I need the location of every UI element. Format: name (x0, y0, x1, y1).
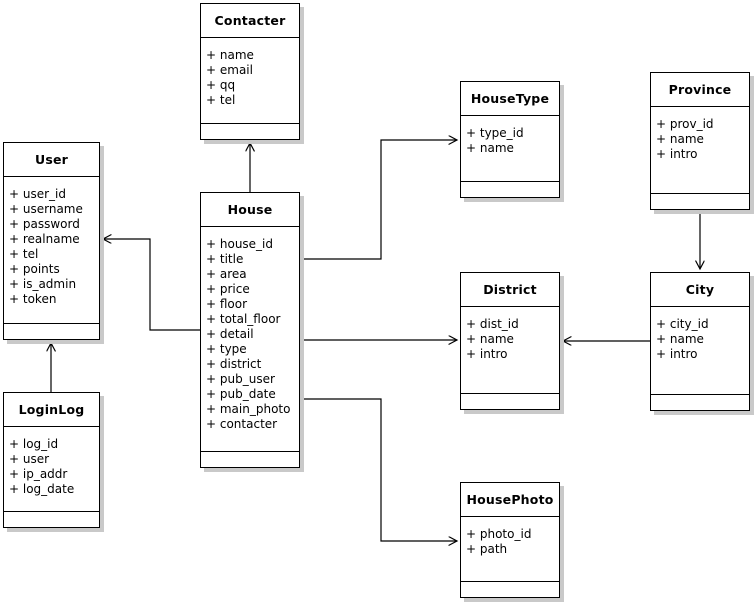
entity-district-attributes: + dist_id+ name+ intro (461, 307, 559, 393)
entity-housetype[interactable]: HouseType + type_id+ name (460, 81, 560, 198)
attribute: + qq (206, 78, 236, 92)
attribute: + intro (656, 347, 698, 361)
entity-contacter-attributes: + name+ email+ qq+ tel (201, 38, 299, 123)
attribute: + pub_date (206, 387, 276, 401)
entity-loginlog-name: LoginLog (4, 393, 99, 427)
connector-house-user (103, 239, 200, 331)
entity-house[interactable]: House + house_id+ title+ area+ price+ fl… (200, 192, 300, 468)
entity-city-operations (651, 394, 749, 410)
attribute: + main_photo (206, 402, 291, 416)
entity-house-name: House (201, 193, 299, 227)
attribute: + name (466, 332, 514, 346)
attribute: + user_id (9, 187, 66, 201)
attribute: + intro (656, 147, 698, 161)
attribute: + title (206, 252, 244, 266)
attribute: + city_id (656, 317, 709, 331)
entity-province-name: Province (651, 73, 749, 107)
entity-housephoto-operations (461, 581, 559, 597)
attribute: + district (206, 357, 262, 371)
entity-contacter-name: Contacter (201, 4, 299, 38)
entity-housephoto-attributes: + photo_id+ path (461, 517, 559, 581)
entity-province[interactable]: Province + prov_id+ name+ intro (650, 72, 750, 210)
entity-loginlog-operations (4, 511, 99, 527)
attribute: + detail (206, 327, 254, 341)
entity-housetype-operations (461, 181, 559, 197)
attribute: + path (466, 542, 508, 556)
attribute: + contacter (206, 417, 278, 431)
entity-district[interactable]: District + dist_id+ name+ intro (460, 272, 560, 410)
attribute: + token (9, 292, 57, 306)
attribute: + name (206, 48, 254, 62)
attribute: + dist_id (466, 317, 519, 331)
entity-housephoto[interactable]: HousePhoto + photo_id+ path (460, 482, 560, 598)
attribute: + name (656, 332, 704, 346)
entity-city-attributes: + city_id+ name+ intro (651, 307, 749, 394)
connector-house-housetype (300, 140, 457, 260)
attribute: + password (9, 217, 80, 231)
entity-province-attributes: + prov_id+ name+ intro (651, 107, 749, 193)
entity-user-operations (4, 323, 99, 339)
entity-housephoto-name: HousePhoto (461, 483, 559, 517)
attribute: + name (466, 141, 514, 155)
entity-user[interactable]: User + user_id+ username+ password+ real… (3, 142, 100, 340)
entity-loginlog-attributes: + log_id+ user+ ip_addr+ log_date (4, 427, 99, 511)
attribute: + ip_addr (9, 467, 68, 481)
entity-district-operations (461, 393, 559, 409)
entity-house-attributes: + house_id+ title+ area+ price+ floor+ t… (201, 227, 299, 451)
entity-housetype-name: HouseType (461, 82, 559, 116)
entity-loginlog[interactable]: LoginLog + log_id+ user+ ip_addr+ log_da… (3, 392, 100, 528)
attribute: + email (206, 63, 253, 77)
attribute: + username (9, 202, 83, 216)
attribute: + photo_id (466, 527, 532, 541)
attribute: + type (206, 342, 247, 356)
attribute: + type_id (466, 126, 524, 140)
attribute: + log_date (9, 482, 75, 496)
attribute: + is_admin (9, 277, 77, 291)
attribute: + points (9, 262, 60, 276)
entity-city[interactable]: City + city_id+ name+ intro (650, 272, 750, 411)
attribute: + floor (206, 297, 248, 311)
attribute: + price (206, 282, 250, 296)
attribute: + intro (466, 347, 508, 361)
entity-district-name: District (461, 273, 559, 307)
entity-city-name: City (651, 273, 749, 307)
attribute: + prov_id (656, 117, 714, 131)
connector-house-housephoto (300, 398, 457, 541)
entity-user-name: User (4, 143, 99, 177)
entity-house-operations (201, 451, 299, 467)
attribute: + house_id (206, 237, 274, 251)
attribute: + tel (206, 93, 236, 107)
entity-contacter[interactable]: Contacter + name+ email+ qq+ tel (200, 3, 300, 140)
attribute: + user (9, 452, 50, 466)
attribute: + pub_user (206, 372, 275, 386)
entity-contacter-operations (201, 123, 299, 139)
entity-housetype-attributes: + type_id+ name (461, 116, 559, 181)
attribute: + total_floor (206, 312, 281, 326)
attribute: + log_id (9, 437, 59, 451)
attribute: + realname (9, 232, 80, 246)
attribute: + name (656, 132, 704, 146)
attribute: + area (206, 267, 247, 281)
attribute: + tel (9, 247, 39, 261)
entity-province-operations (651, 193, 749, 209)
entity-user-attributes: + user_id+ username+ password+ realname+… (4, 177, 99, 323)
